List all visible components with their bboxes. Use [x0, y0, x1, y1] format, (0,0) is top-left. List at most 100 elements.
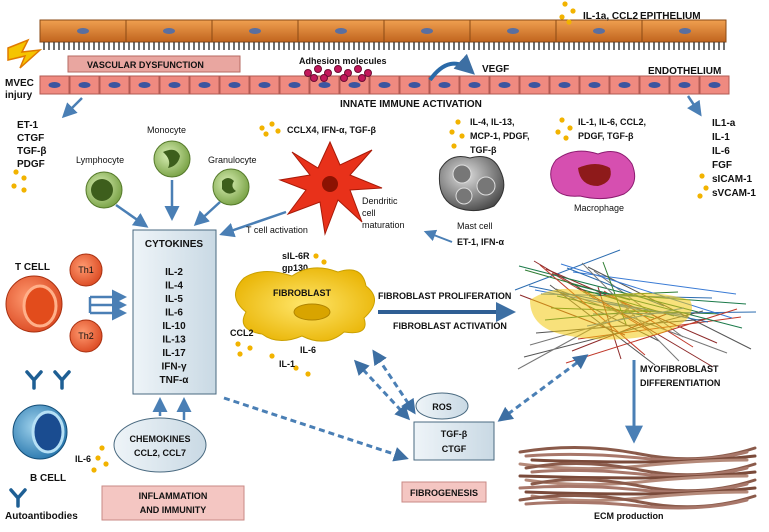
vascular-dysfunction-label: VASCULAR DYSFUNCTION — [87, 60, 204, 70]
epithelium-nucleus — [679, 28, 691, 34]
cytokine-dot — [559, 117, 565, 123]
b-cell — [12, 404, 68, 460]
endothelial-nucleus — [558, 82, 571, 88]
t-activation-label: T cell activation — [246, 225, 308, 235]
cytokine-dot — [451, 143, 457, 149]
adhesion-molecule — [304, 69, 312, 77]
ros-ellipse — [415, 392, 469, 420]
right-factor: IL-6 — [712, 146, 730, 157]
myofibroblast-fibers — [514, 249, 757, 370]
ecm-fiber — [524, 450, 749, 462]
endothelial-nucleus — [648, 82, 661, 88]
cytokine-dot — [95, 455, 101, 461]
lymphocyte-label: Lymphocyte — [76, 155, 124, 165]
cytokines-box — [132, 229, 217, 395]
adhesion-molecule — [354, 65, 362, 73]
cytokine-dot — [247, 345, 253, 351]
endothelial-nucleus — [78, 82, 91, 88]
chemokines-title: CHEMOKINES — [129, 434, 190, 444]
myofibroblast-label-2: DIFFERENTIATION — [640, 378, 720, 388]
cytokine-dot — [103, 461, 109, 467]
myofibroblast-cell — [530, 288, 692, 340]
th1-cell — [69, 253, 103, 287]
epithelium-nucleus — [77, 28, 89, 34]
epithelium-nucleus — [335, 28, 347, 34]
lightning-icon — [7, 38, 43, 69]
adhesion-molecule — [334, 65, 342, 73]
endothelial-nucleus — [138, 82, 151, 88]
inflammation-label-1: INFLAMMATION — [139, 491, 208, 501]
granulocyte-label: Granulocyte — [208, 155, 257, 165]
endothelial-nucleus — [348, 82, 361, 88]
tgf-ctgf-box — [413, 421, 495, 461]
vascular-dysfunction-box — [67, 55, 241, 73]
fibroblast-nucleus — [293, 303, 331, 321]
inflammation-box — [101, 485, 245, 521]
fibrogenesis-label: FIBROGENESIS — [410, 488, 478, 498]
dendritic-label-2: cell — [362, 208, 376, 218]
cytokine-dot — [459, 133, 465, 139]
monocyte-label: Monocyte — [147, 125, 186, 135]
mast-signals-3: TGF-β — [470, 145, 497, 155]
lymphocyte-cell — [85, 171, 123, 209]
cytokine-item: TNF-α — [160, 375, 190, 386]
adhesion-molecule — [320, 74, 328, 82]
cytokine-item: IL-4 — [165, 281, 183, 292]
cytokine-dot — [13, 169, 19, 175]
dendritic-label-1: Dendritic — [362, 196, 398, 206]
right-factor: IL1-a — [712, 118, 736, 129]
fibroblast-ccl2-label: CCL2 — [230, 328, 254, 338]
inflammation-label-2: AND IMMUNITY — [140, 505, 207, 515]
epithelium-label: EPITHELIUM — [640, 11, 701, 22]
fibroblast-il6-label: IL-6 — [300, 345, 316, 355]
cytokine-item: IFN-γ — [162, 362, 187, 373]
t-cell-label: T CELL — [15, 262, 50, 273]
vegf-curved-arrow — [428, 53, 475, 82]
endothelial-nucleus — [198, 82, 211, 88]
dendritic-nucleus — [322, 176, 338, 192]
cytokine-dot — [275, 128, 281, 134]
mvec-label: MVEC — [5, 78, 34, 89]
th2-cell — [69, 319, 103, 353]
cytokine-item: IL-10 — [162, 321, 186, 332]
fibroblast-activation-label: FIBROBLAST ACTIVATION — [393, 321, 507, 331]
cytokine-dot — [99, 445, 105, 451]
macrophage-nucleus — [578, 164, 611, 186]
cytokine-dot — [555, 129, 561, 135]
th2-label: Th2 — [78, 331, 94, 341]
fibroblast-il1-label: IL-1 — [279, 359, 295, 369]
left-factor: CTGF — [17, 133, 44, 144]
endothelial-nucleus — [108, 82, 121, 88]
mast-input-arrow — [423, 229, 453, 243]
cytokine-dot — [449, 129, 455, 135]
cytokine-dot — [559, 14, 565, 20]
cytokine-dot — [269, 353, 275, 359]
antibody-icon — [25, 370, 43, 390]
monocyte-cell — [153, 140, 191, 178]
right-factors-arrow — [686, 95, 702, 117]
cytokines-list: IL-2IL-4IL-5IL-6IL-10IL-13IL-17IFN-γTNF-… — [160, 267, 190, 386]
mast-cell-label: Mast cell — [457, 221, 493, 231]
left-factors-arrow — [61, 97, 83, 119]
ctgf-label: CTGF — [442, 444, 467, 454]
epithelium-nucleus — [163, 28, 175, 34]
dendritic-signals-label: CCLX4, IFN-α, TGF-β — [287, 125, 377, 135]
adhesion-molecule — [364, 69, 372, 77]
cytokine-dot — [567, 125, 573, 131]
adhesion-molecule — [314, 65, 322, 73]
epithelium-nucleus — [507, 28, 519, 34]
macrophage-signals-1: IL-1, IL-6, CCL2, — [578, 117, 646, 127]
endothelial-nucleus — [228, 82, 241, 88]
cytokine-item: IL-5 — [165, 294, 183, 305]
mast-signals-2: MCP-1, PDGF, — [470, 131, 530, 141]
dashed-arrows — [223, 349, 589, 462]
endothelial-nucleus — [288, 82, 301, 88]
cytokine-item: IL-17 — [162, 348, 186, 359]
endothelial-nucleus — [708, 82, 721, 88]
ecm-production-label: ECM production — [594, 511, 664, 521]
cytokine-dot — [269, 121, 275, 127]
cytokine-dot — [21, 175, 27, 181]
